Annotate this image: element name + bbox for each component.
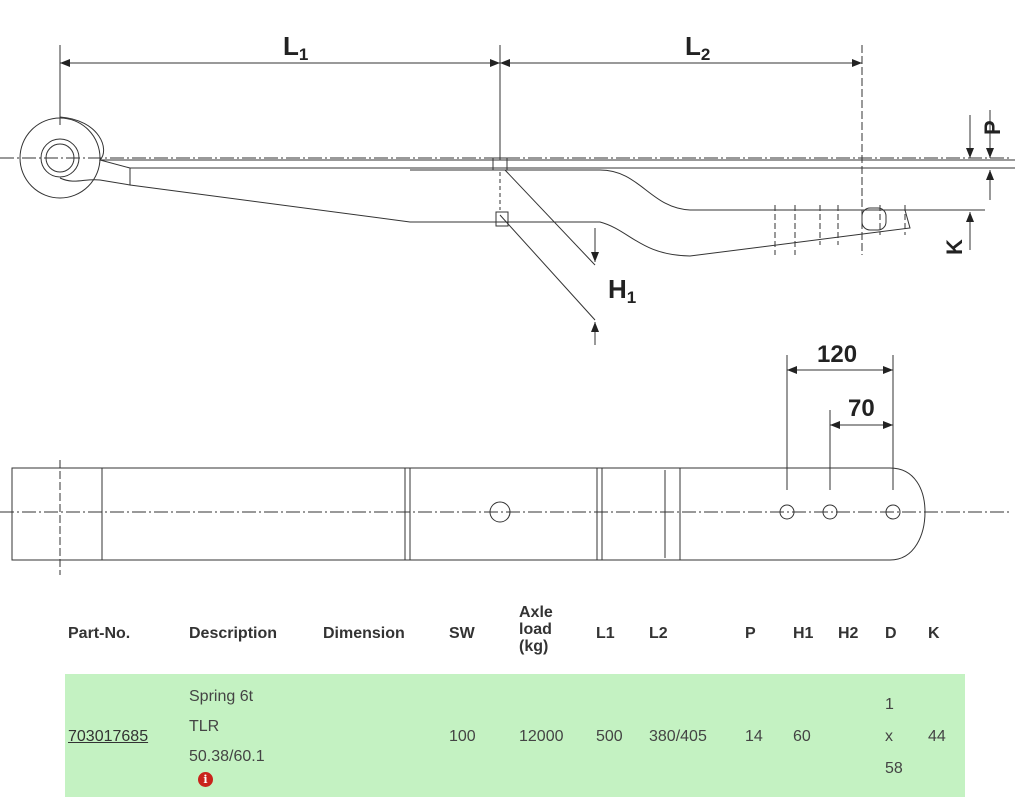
header-part-no: Part-No. [68,625,131,642]
cell-d-2: x [885,728,893,745]
cell-l1: 500 [596,728,623,745]
info-icon[interactable]: i [198,772,213,787]
header-h2: H2 [838,625,859,642]
header-d: D [885,625,897,642]
label-l1: L1 [283,31,308,64]
label-l2: L2 [685,31,710,64]
cell-axle-load: 12000 [519,728,564,745]
header-l1: L1 [596,625,615,642]
cell-k: 44 [928,728,946,745]
description-line-2: TLR [189,718,220,735]
label-120: 120 [817,341,857,368]
description-line-1: Spring 6t [189,688,254,705]
header-p: P [745,625,756,642]
cell-sw: 100 [449,728,476,745]
cell-d-1: 1 [885,696,894,713]
description-line-3: 50.38/60.1 [189,748,265,765]
header-description: Description [189,625,278,642]
label-70: 70 [848,395,875,422]
label-p: P [980,120,1005,135]
cell-l2: 380/405 [649,728,707,745]
header-sw: SW [449,625,475,642]
label-k: K [942,239,967,255]
leaf-spring-drawing: L1 L2 H1 P K 120 70 [0,31,1015,575]
header-l2: L2 [649,625,668,642]
header-h1: H1 [793,625,814,642]
header-dimension: Dimension [323,625,405,642]
table-row [65,674,965,797]
spring-eye [19,117,101,199]
cell-p: 14 [745,728,763,745]
cell-d-3: 58 [885,760,903,777]
cell-h1: 60 [793,728,811,745]
header-k: K [928,625,940,642]
plan-view-outline [11,467,926,561]
part-number-link[interactable]: 703017685 [68,728,149,745]
label-h1: H1 [608,274,636,307]
